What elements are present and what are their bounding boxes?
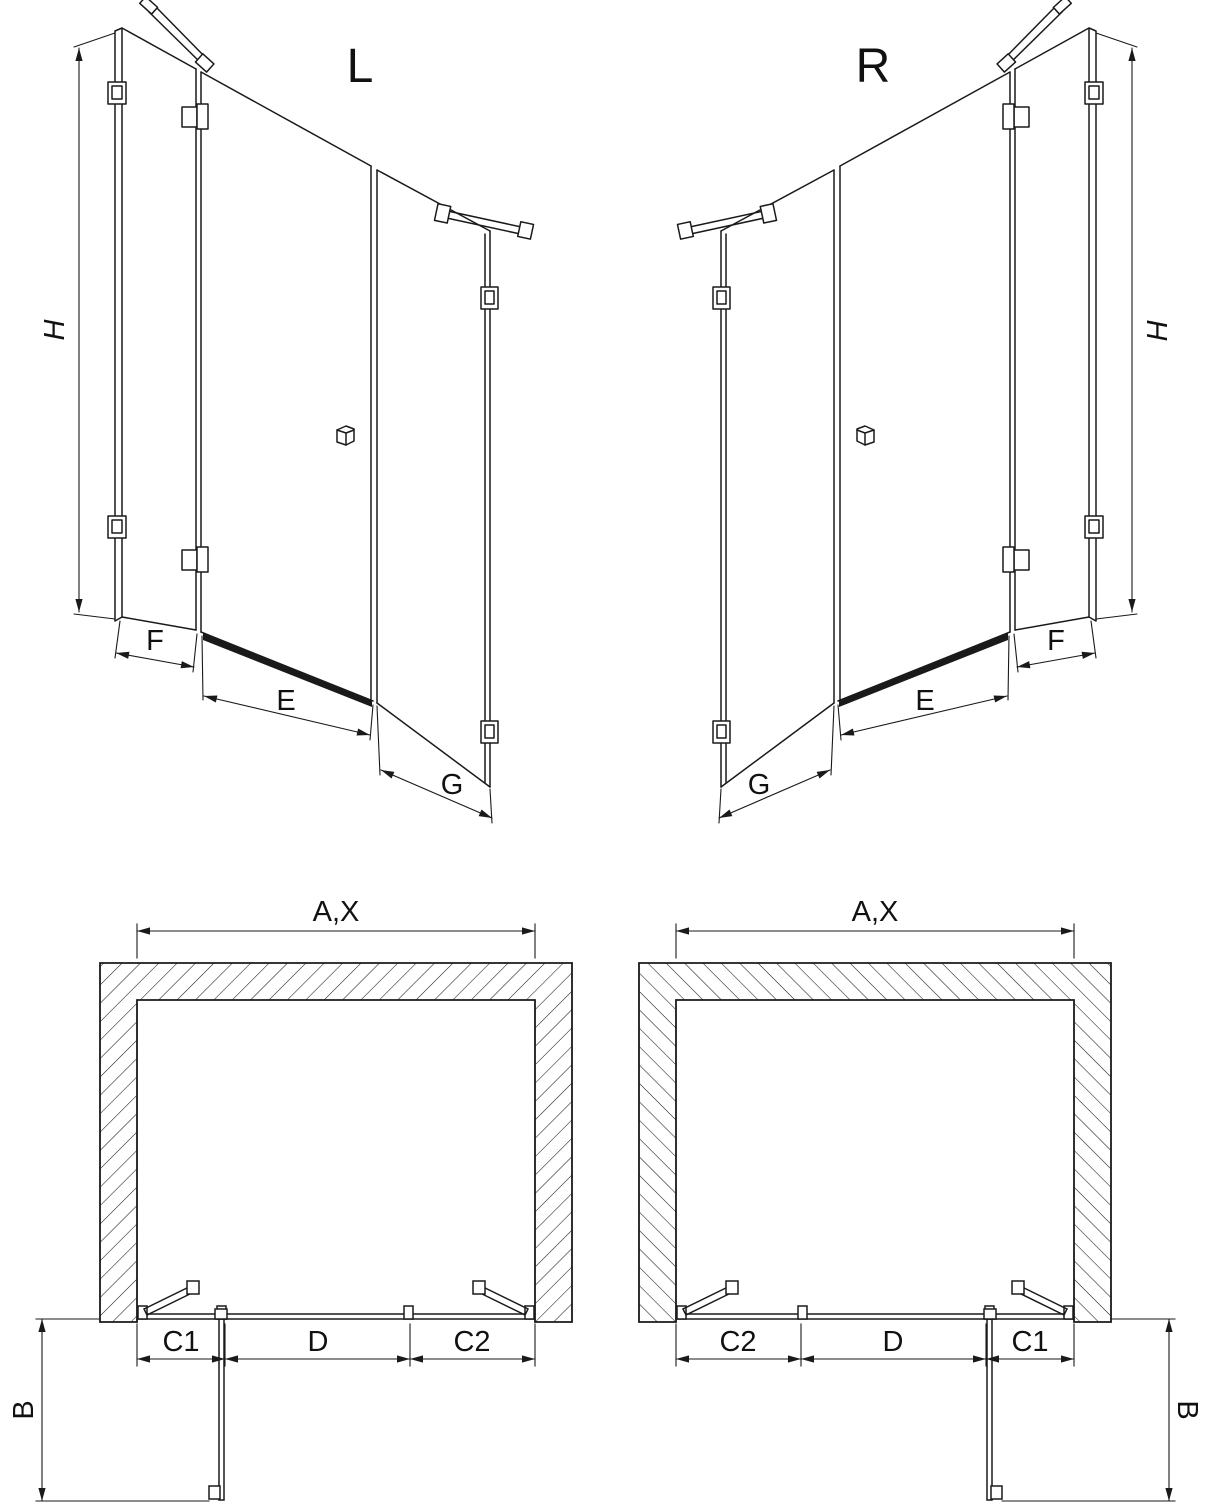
dim-label-f-right: F xyxy=(1047,625,1065,657)
dim-label-c2-right: C2 xyxy=(719,1326,756,1358)
variant-label-right: R xyxy=(856,40,891,93)
dim-label-d-left: D xyxy=(308,1326,329,1358)
dim-label-h-right: H xyxy=(1140,320,1172,341)
variant-label-left: L xyxy=(347,40,374,93)
dim-label-c2-left: C2 xyxy=(453,1326,490,1358)
dim-label-g-right: G xyxy=(748,769,771,801)
dim-label-ax-left: A,X xyxy=(313,896,360,928)
perspective-view-right xyxy=(677,0,1137,823)
dim-label-e-right: E xyxy=(915,685,934,717)
labels-layer: L H F E G R H F E G A,X C1 D C2 B A,X C2… xyxy=(8,40,1203,1420)
plan-view-left xyxy=(36,924,572,1501)
dim-label-h-left: H xyxy=(39,319,71,340)
dim-label-ax-right: A,X xyxy=(852,896,899,928)
dim-label-e-left: E xyxy=(276,685,295,717)
dim-label-f-left: F xyxy=(146,625,164,657)
dim-label-d-right: D xyxy=(883,1326,904,1358)
dim-label-g-left: G xyxy=(441,769,464,801)
dim-label-b-left: B xyxy=(8,1400,40,1419)
plan-view-right xyxy=(639,924,1175,1501)
perspective-view-left xyxy=(74,0,534,823)
dim-label-b-right: B xyxy=(1171,1400,1203,1419)
dim-label-c1-right: C1 xyxy=(1011,1326,1048,1358)
dim-label-c1-left: C1 xyxy=(162,1326,199,1358)
